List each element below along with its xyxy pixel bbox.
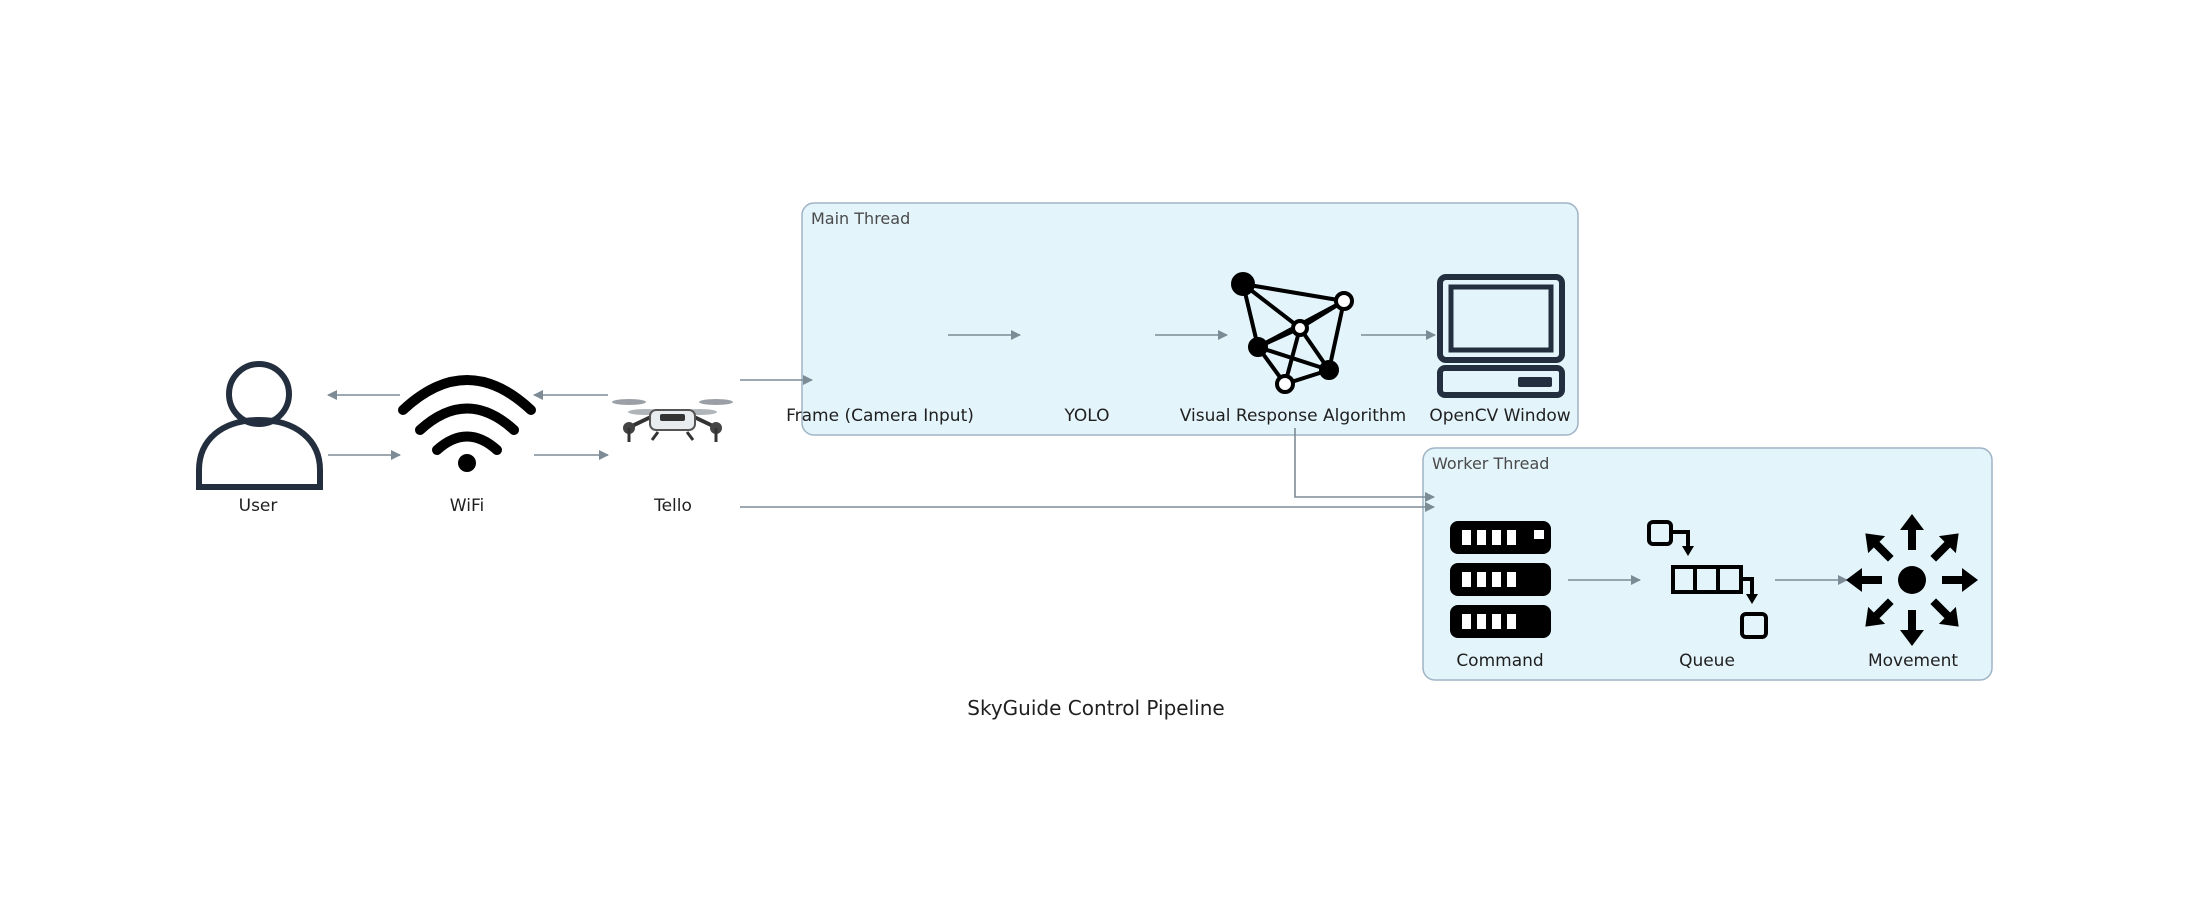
wifi-label: WiFi bbox=[450, 496, 484, 516]
visual-response-label: Visual Response Algorithm bbox=[1180, 406, 1406, 426]
person-icon bbox=[196, 361, 323, 490]
worker-thread-label: Worker Thread bbox=[1432, 454, 1549, 473]
queue-label: Queue bbox=[1679, 651, 1735, 671]
edges bbox=[327, 330, 1848, 585]
main-thread-cluster: Main Thread bbox=[801, 202, 1579, 436]
drone-icon bbox=[612, 399, 733, 442]
opencv-window-label: OpenCV Window bbox=[1429, 406, 1570, 426]
worker-thread-cluster: Worker Thread bbox=[1422, 447, 1993, 681]
diagram-title: SkyGuide Control Pipeline bbox=[967, 696, 1224, 720]
network-graph-icon bbox=[1231, 272, 1354, 394]
move-arrows-icon bbox=[1846, 514, 1978, 646]
desktop-computer-icon bbox=[1437, 274, 1565, 398]
user-label: User bbox=[239, 496, 278, 516]
server-rack-icon bbox=[1450, 521, 1551, 638]
tello-label: Tello bbox=[653, 496, 692, 516]
edge-visual-to-worker bbox=[1294, 428, 1435, 502]
frame-label: Frame (Camera Input) bbox=[786, 406, 974, 426]
movement-label: Movement bbox=[1868, 651, 1958, 671]
yolo-label: YOLO bbox=[1063, 406, 1109, 426]
wifi-icon bbox=[398, 375, 536, 472]
queue-icon bbox=[1647, 520, 1768, 639]
command-label: Command bbox=[1456, 651, 1543, 671]
main-thread-label: Main Thread bbox=[811, 209, 910, 228]
